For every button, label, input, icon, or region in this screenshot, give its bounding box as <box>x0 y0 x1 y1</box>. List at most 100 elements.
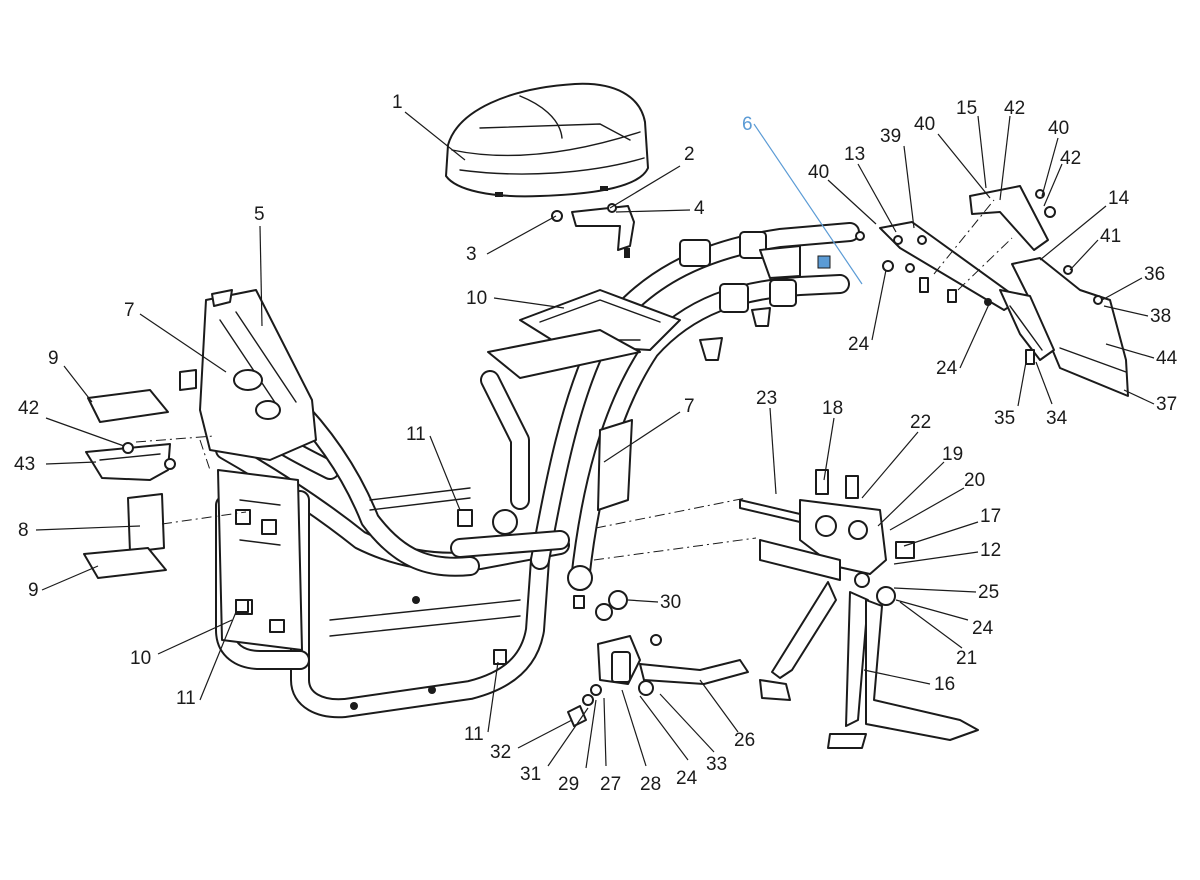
side-stand-assembly <box>567 590 749 727</box>
callout-10: 10 <box>130 619 233 669</box>
callout-label: 4 <box>694 198 705 219</box>
leader-line <box>603 697 607 767</box>
callout-6: 6 <box>742 114 863 285</box>
callout-1: 1 <box>392 92 466 161</box>
leader-line <box>937 133 991 199</box>
leader-line <box>659 693 715 753</box>
callout-40: 40 <box>914 114 991 199</box>
callout-43: 43 <box>14 454 97 475</box>
leader-line <box>1105 343 1155 359</box>
callout-label: 27 <box>600 774 621 795</box>
leader-line <box>517 719 573 749</box>
leader-line <box>259 225 263 327</box>
leader-line <box>1101 277 1143 301</box>
callout-24: 24 <box>895 599 994 639</box>
callout-4: 4 <box>615 198 705 219</box>
leader-line <box>429 435 461 511</box>
callout-label: 5 <box>254 204 265 225</box>
callout-label: 9 <box>48 348 59 369</box>
frame-brackets <box>235 509 585 710</box>
callout-9: 9 <box>48 348 93 403</box>
callout-40: 40 <box>1041 118 1069 197</box>
callout-24: 24 <box>848 269 887 355</box>
leader-line <box>486 215 557 255</box>
callout-label: 33 <box>706 754 727 775</box>
seat-part <box>445 82 649 198</box>
callout-20: 20 <box>889 470 985 531</box>
leader-line <box>199 611 237 701</box>
leader-line <box>41 565 99 591</box>
side-panels <box>83 389 176 579</box>
callout-15: 15 <box>956 98 987 189</box>
callout-44: 44 <box>1105 343 1178 369</box>
callout-label: 35 <box>994 408 1015 429</box>
leader-line <box>861 431 919 499</box>
leader-line <box>1069 239 1099 271</box>
callout-16: 16 <box>863 669 955 695</box>
callout-24: 24 <box>936 301 991 379</box>
callout-label: 44 <box>1156 348 1178 369</box>
callout-7: 7 <box>603 396 695 463</box>
rear-tail-bracket <box>817 185 1129 397</box>
callout-label: 43 <box>14 454 35 475</box>
callout-7: 7 <box>124 300 227 373</box>
callout-label: 11 <box>464 724 484 745</box>
callout-28: 28 <box>621 689 661 795</box>
callout-label: 10 <box>130 648 151 669</box>
callout-label: 14 <box>1108 188 1130 209</box>
callout-label: 6 <box>742 114 753 135</box>
assembly-lines <box>135 199 1013 561</box>
callout-label: 20 <box>964 470 985 491</box>
callout-label: 12 <box>980 540 1001 561</box>
leader-line <box>903 145 915 229</box>
callout-label: 1 <box>392 92 403 113</box>
callout-5: 5 <box>254 204 265 327</box>
leader-line <box>977 115 987 189</box>
callout-2: 2 <box>609 144 695 209</box>
callout-34: 34 <box>1035 361 1068 429</box>
callout-11: 11 <box>176 611 237 709</box>
callout-label: 28 <box>640 774 661 795</box>
callout-label: 19 <box>942 444 963 465</box>
seat-hinge-bracket <box>551 203 635 258</box>
callout-22: 22 <box>861 412 931 499</box>
callout-label: 8 <box>18 520 29 541</box>
callout-37: 37 <box>1123 389 1177 415</box>
leader-line <box>753 123 863 285</box>
leader-line <box>871 269 887 341</box>
callout-42: 42 <box>1043 148 1081 207</box>
callout-label: 40 <box>914 114 935 135</box>
leader-line <box>1035 361 1053 405</box>
callout-label: 32 <box>490 742 511 763</box>
callout-42: 42 <box>999 98 1025 201</box>
callout-24: 24 <box>639 695 698 789</box>
leader-line <box>889 487 965 531</box>
callout-11: 11 <box>464 661 499 745</box>
callout-label: 23 <box>756 388 777 409</box>
leader-line <box>585 699 597 769</box>
leader-line <box>1043 163 1063 207</box>
leader-line <box>1041 137 1059 197</box>
callout-label: 25 <box>978 582 999 603</box>
callout-label: 24 <box>936 358 958 379</box>
leader-line <box>959 301 991 369</box>
callout-9: 9 <box>28 565 99 601</box>
leader-line <box>903 521 979 547</box>
leader-line <box>487 661 499 733</box>
callout-25: 25 <box>893 582 999 603</box>
callout-label: 17 <box>980 506 1001 527</box>
callout-label: 42 <box>1060 148 1081 169</box>
leader-line <box>45 417 125 447</box>
leader-line <box>877 461 945 527</box>
callout-label: 22 <box>910 412 931 433</box>
callout-13: 13 <box>844 144 897 233</box>
callout-label: 13 <box>844 144 865 165</box>
callout-label: 40 <box>1048 118 1069 139</box>
callout-label: 18 <box>822 398 843 419</box>
callout-label: 37 <box>1156 394 1177 415</box>
callout-23: 23 <box>756 388 777 495</box>
leader-line <box>493 297 565 309</box>
callout-label: 21 <box>956 648 977 669</box>
leader-line <box>893 551 979 565</box>
